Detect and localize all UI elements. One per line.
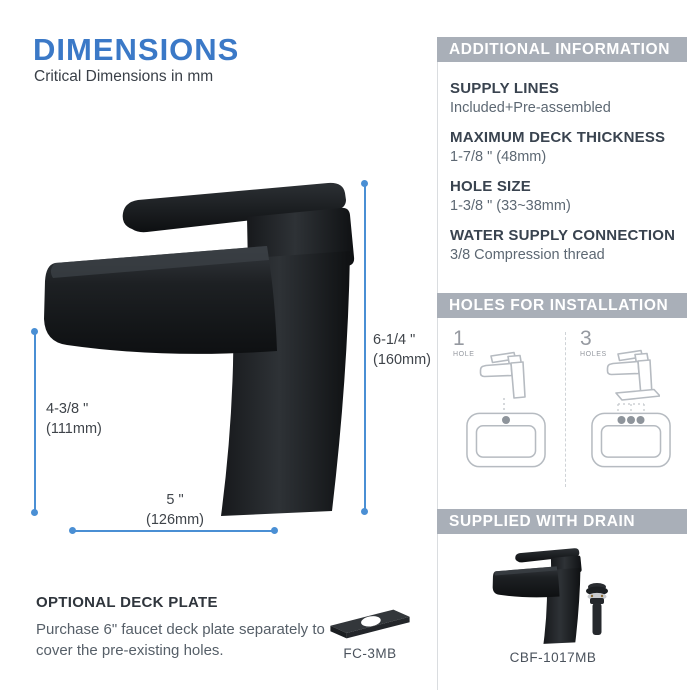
additional-info-header: ADDITIONAL INFORMATION [437,37,687,62]
deck-plate-description: Purchase 6" faucet deck plate separately… [36,621,325,659]
three-hole-count: 3 HOLES [580,327,607,358]
spout-dim-dot-bottom [31,509,38,516]
height-dim-dot-top [361,180,368,187]
height-dimension-label: 6-1/4 " (160mm) [373,331,431,370]
drain-faucet-illustration [492,548,582,644]
three-hole-faucet-icon [606,349,660,401]
width-dim-dot-right [271,527,278,534]
drain-header: SUPPLIED WITH DRAIN [437,509,687,534]
info-value: Included+Pre-assembled [450,100,611,116]
width-dim-dot-left [69,527,76,534]
three-hole-sink-icon [591,412,671,468]
additional-info-list: SUPPLY LINES Included+Pre-assembled MAXI… [450,80,695,276]
page-subtitle: Critical Dimensions in mm [34,68,214,85]
info-label: SUPPLY LINES [450,80,560,97]
spout-inches: 4-3/8 " [46,401,89,417]
height-dim-dot-bottom [361,508,368,515]
spout-dim-dot-top [31,328,38,335]
width-dimension-label: 5 " (126mm) [120,491,230,530]
info-value: 1-7/8 " (48mm) [450,149,547,165]
spout-mm: (111mm) [46,420,102,437]
width-mm: (126mm) [145,511,204,528]
info-item-supply-lines: SUPPLY LINES Included+Pre-assembled [450,80,695,116]
spout-dimension-label: 4-3/8 " (111mm) [46,400,102,439]
info-label: WATER SUPPLY CONNECTION [450,227,676,244]
panel-divider [437,37,438,690]
deck-plate-heading: OPTIONAL DECK PLATE [36,594,218,611]
spout-dimension-line [34,331,36,512]
one-hole-sink-icon [466,412,546,468]
info-item-deck-thickness: MAXIMUM DECK THICKNESS 1-7/8 " (48mm) [450,129,695,165]
page-title: DIMENSIONS [33,32,240,67]
width-dimension-line [72,530,277,532]
holes-header: HOLES FOR INSTALLATION [437,293,687,318]
info-value: 1-3/8 " (33~38mm) [450,198,571,214]
one-hole-count: 1 HOLE [453,327,475,358]
info-item-hole-size: HOLE SIZE 1-3/8 " (33~38mm) [450,178,695,214]
height-dimension-line [364,183,366,512]
info-value: 3/8 Compression thread [450,247,605,263]
width-inches: 5 " [166,492,184,508]
holes-diagram-divider [565,332,566,487]
deck-plate-illustration [330,609,410,639]
three-hole-connector [617,403,645,419]
one-hole-faucet-icon [479,351,526,399]
drain-assembly-illustration [586,583,608,635]
info-label: HOLE SIZE [450,178,531,195]
faucet-illustration [44,182,355,516]
info-item-water-supply: WATER SUPPLY CONNECTION 3/8 Compression … [450,227,695,263]
info-label: MAXIMUM DECK THICKNESS [450,129,666,146]
height-inches: 6-1/4 " [373,332,416,348]
height-mm: (160mm) [373,351,432,368]
drain-model: CBF-1017MB [509,650,597,665]
deck-plate-model: FC-3MB [343,646,397,661]
